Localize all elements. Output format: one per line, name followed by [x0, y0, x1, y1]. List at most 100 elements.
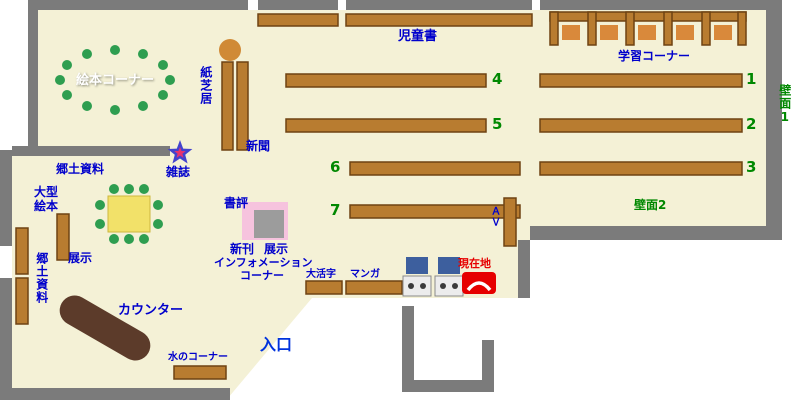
shelf-number-5: 5	[492, 115, 503, 133]
wall-segment	[12, 146, 170, 156]
terminal-body	[402, 275, 432, 297]
wall-segment	[28, 0, 38, 152]
seat-dot	[62, 90, 72, 100]
reading-table-chairs	[95, 184, 163, 244]
label-children-books: 児童書	[398, 29, 438, 44]
label-wall-2: 壁面2	[634, 198, 667, 212]
label-picture-book-corner: 絵本コーナー	[76, 73, 155, 88]
stair-wall	[482, 340, 494, 392]
chair	[638, 25, 656, 40]
seat-dot	[165, 75, 175, 85]
av-shelf	[503, 197, 517, 247]
seat-dot	[138, 49, 148, 59]
seat-dot	[124, 184, 134, 194]
picture-book-circle-seats	[55, 45, 175, 115]
chair	[600, 25, 618, 40]
study-partition	[587, 11, 597, 46]
bookshelf-7	[349, 204, 521, 219]
seat-dot	[158, 60, 168, 70]
round-table	[219, 39, 241, 61]
bookshelf-5	[285, 118, 487, 133]
study-partition	[701, 11, 711, 46]
label-local-materials-vertical: 郷土資料	[34, 252, 49, 304]
label-av: ＡＶ	[488, 206, 500, 228]
seat-dot	[109, 234, 119, 244]
shelf-number-1: 1	[746, 70, 757, 88]
label-current-location: 現在地	[458, 257, 491, 270]
seat-dot	[158, 90, 168, 100]
terminal-knob	[452, 283, 458, 289]
label-study-corner: 学習コーナー	[618, 49, 691, 63]
wall-segment	[12, 388, 230, 400]
label-local-materials: 郷土資料	[56, 162, 105, 176]
kamishibai-shelf	[221, 61, 234, 151]
shelf-number-2: 2	[746, 115, 757, 133]
seat-dot	[110, 45, 120, 55]
chair	[676, 25, 694, 40]
label-wall-1: 壁面1	[777, 84, 792, 125]
label-book-review: 書評	[224, 196, 249, 210]
study-partition	[663, 11, 673, 46]
terminals	[402, 257, 464, 297]
chair	[562, 25, 580, 40]
study-desk	[549, 11, 747, 22]
wall-segment	[258, 0, 338, 10]
terminal-body	[434, 275, 464, 297]
wall-segment	[518, 240, 530, 298]
label-manga: マンガ	[350, 269, 380, 280]
seat-dot	[95, 200, 105, 210]
shelf-number-6: 6	[330, 158, 341, 176]
bookshelves	[15, 11, 747, 380]
terminal-knob	[408, 283, 414, 289]
seat-dot	[109, 184, 119, 194]
label-magazines: 雑誌	[166, 165, 191, 179]
chair	[714, 25, 732, 40]
study-partition	[549, 11, 559, 46]
local-material-shelf	[15, 227, 29, 275]
kamishibai-shelf	[236, 61, 249, 151]
wall-segment	[530, 226, 782, 240]
seat-dot	[139, 234, 149, 244]
study-partition	[737, 11, 747, 46]
bookshelf-2	[539, 118, 743, 133]
stair-wall	[402, 380, 494, 392]
terminal-seat	[438, 257, 460, 274]
terminal-knob	[420, 283, 426, 289]
large-picture-book-shelf	[56, 213, 70, 261]
manga-shelf	[345, 280, 403, 295]
label-counter: カウンター	[118, 303, 184, 318]
walls	[0, 0, 782, 400]
seat-dot	[82, 101, 92, 111]
bookshelf-4	[285, 73, 487, 88]
label-newspaper: 新聞	[246, 139, 271, 153]
wall-segment	[766, 0, 782, 232]
wall-bookshelf	[345, 13, 533, 27]
seat-dot	[95, 219, 105, 229]
local-material-shelf	[15, 277, 29, 325]
label-kamishibai: 紙芝居	[198, 66, 213, 105]
seat-dot	[139, 184, 149, 194]
seat-dot	[153, 219, 163, 229]
seat-dot	[153, 200, 163, 210]
seat-dot	[62, 60, 72, 70]
label-new-arrivals-display: 展示	[264, 242, 289, 256]
label-large-picture-books-line1: 大型	[34, 185, 59, 199]
shelf-number-3: 3	[746, 158, 757, 176]
study-partition	[625, 11, 635, 46]
label-new-arrivals: 新刊	[230, 242, 255, 256]
large-print-shelf	[305, 280, 343, 295]
shelf-number-4: 4	[492, 70, 503, 88]
wall-segment	[0, 150, 12, 246]
label-exhibit: 展示	[68, 251, 93, 265]
study-chairs	[562, 25, 732, 40]
seat-dot	[110, 105, 120, 115]
bookshelf-6	[349, 161, 521, 176]
label-large-print: 大活字	[306, 269, 336, 280]
seat-dot	[124, 234, 134, 244]
bookshelf-1	[539, 73, 743, 88]
label-information-line1: インフォメーション	[214, 256, 313, 269]
label-entrance: 入口	[260, 335, 293, 354]
counter-desk	[59, 295, 151, 361]
